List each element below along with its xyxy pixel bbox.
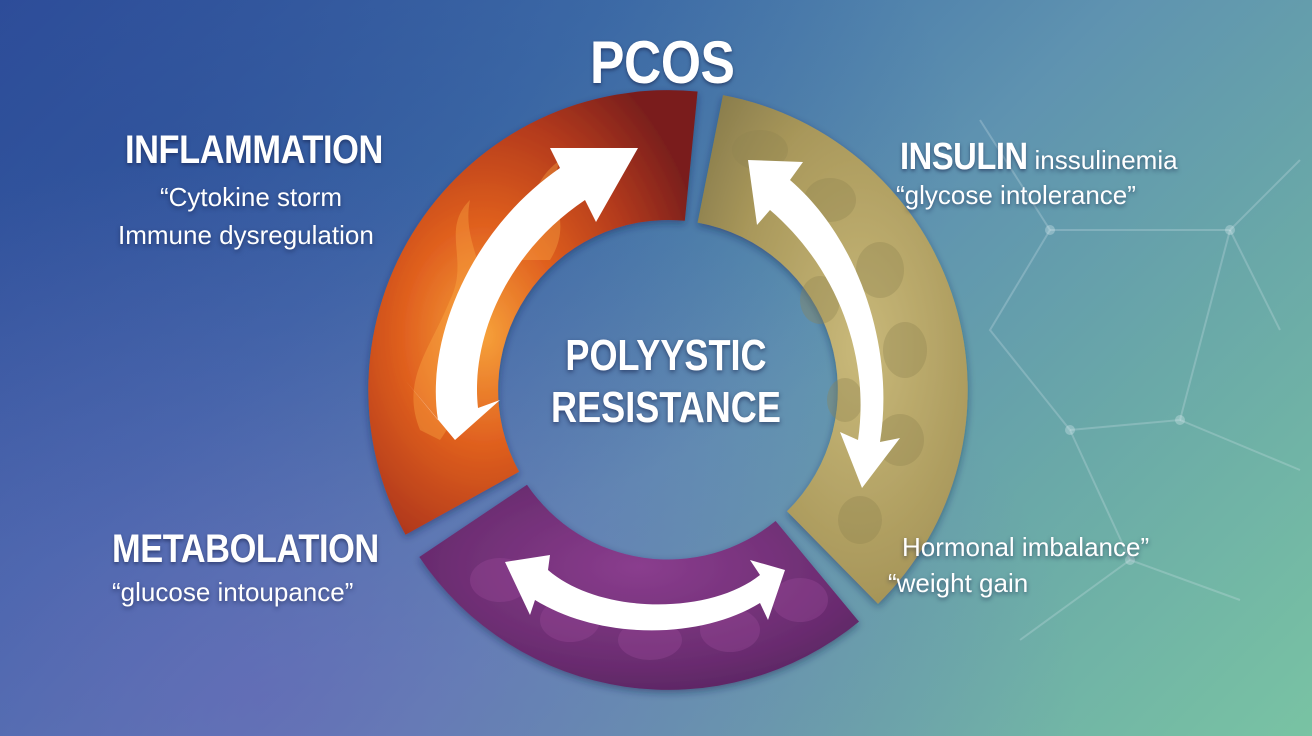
cycle-arrows bbox=[405, 148, 900, 631]
inflammation-line2: Immune dysregulation bbox=[118, 220, 374, 250]
insulin-line1: “glycose intolerance” bbox=[896, 180, 1136, 210]
metabolation-line1: “glucose intoupance” bbox=[112, 577, 354, 607]
center-label-line1: POLYYSTIC bbox=[565, 331, 767, 380]
metabolation-arrow bbox=[505, 555, 785, 631]
insulin-segment bbox=[697, 95, 968, 604]
center-label: POLYYSTIC RESISTANCE bbox=[518, 330, 813, 434]
center-label-line2: RESISTANCE bbox=[551, 383, 781, 432]
insulin-arrow bbox=[748, 160, 900, 488]
insulin-heading-suffix: inssulinemia bbox=[1034, 145, 1178, 175]
insulin-heading: INSULIN bbox=[900, 136, 1028, 178]
network-nodes bbox=[1045, 225, 1235, 565]
inflammation-arrow bbox=[405, 148, 638, 440]
inflammation-line1: “Cytokine storm bbox=[160, 182, 343, 212]
metabolation-heading: METABOLATION bbox=[112, 527, 379, 571]
hormonal-line2: “weight gain bbox=[888, 568, 1029, 598]
inflammation-heading: INFLAMMATION bbox=[125, 128, 383, 172]
diagram-title: PCOS bbox=[590, 29, 735, 96]
network-lines bbox=[979, 119, 1301, 641]
metabolation-texture bbox=[470, 558, 828, 660]
inflammation-segment bbox=[368, 90, 698, 535]
metabolation-segment bbox=[419, 484, 859, 690]
hormonal-line1: Hormonal imbalance” bbox=[902, 532, 1150, 562]
